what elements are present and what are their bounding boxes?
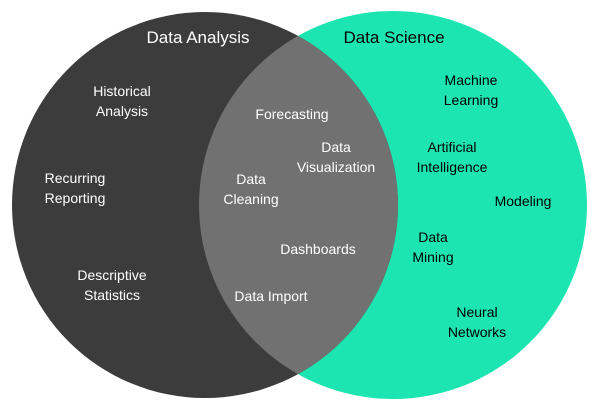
overlap-region <box>199 12 398 398</box>
